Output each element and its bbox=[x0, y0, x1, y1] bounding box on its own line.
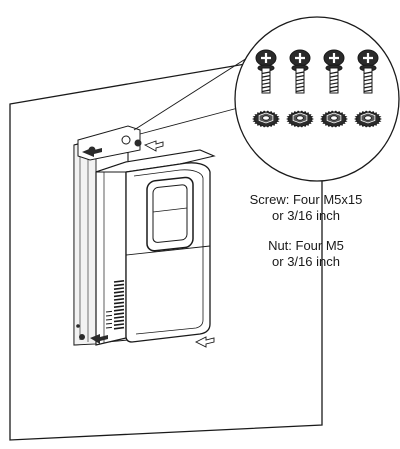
nut-caption-line2: or 3/16 inch bbox=[272, 254, 340, 269]
screw-icon bbox=[289, 49, 311, 94]
nut-icon bbox=[252, 110, 280, 128]
screw-caption-line2: or 3/16 inch bbox=[272, 208, 340, 223]
screw-icon bbox=[323, 49, 345, 94]
hardware-callout-circle bbox=[234, 16, 400, 182]
screw-caption-line1: Screw: Four M5x15 bbox=[249, 192, 363, 207]
leader-line-lower bbox=[139, 107, 239, 135]
nut-icon bbox=[320, 110, 348, 128]
nut-icon bbox=[354, 110, 382, 128]
keypad-window bbox=[146, 176, 194, 252]
side-vent-grille bbox=[113, 280, 125, 330]
leader-line-upper bbox=[133, 50, 259, 131]
screw-icon bbox=[357, 49, 379, 94]
screw-caption: Screw: Four M5x15 or 3/16 inch bbox=[226, 192, 386, 224]
front-vent-grille bbox=[105, 310, 113, 329]
nut-caption-line1: Nut: Four M5 bbox=[268, 238, 344, 253]
nut-group bbox=[252, 110, 382, 128]
nut-caption: Nut: Four M5 or 3/16 inch bbox=[226, 238, 386, 270]
top-mounting-arrows bbox=[82, 139, 164, 157]
screw-group bbox=[255, 49, 379, 94]
screw-icon bbox=[255, 49, 277, 94]
nut-icon bbox=[286, 110, 314, 128]
bottom-mounting-arrows bbox=[76, 324, 215, 348]
